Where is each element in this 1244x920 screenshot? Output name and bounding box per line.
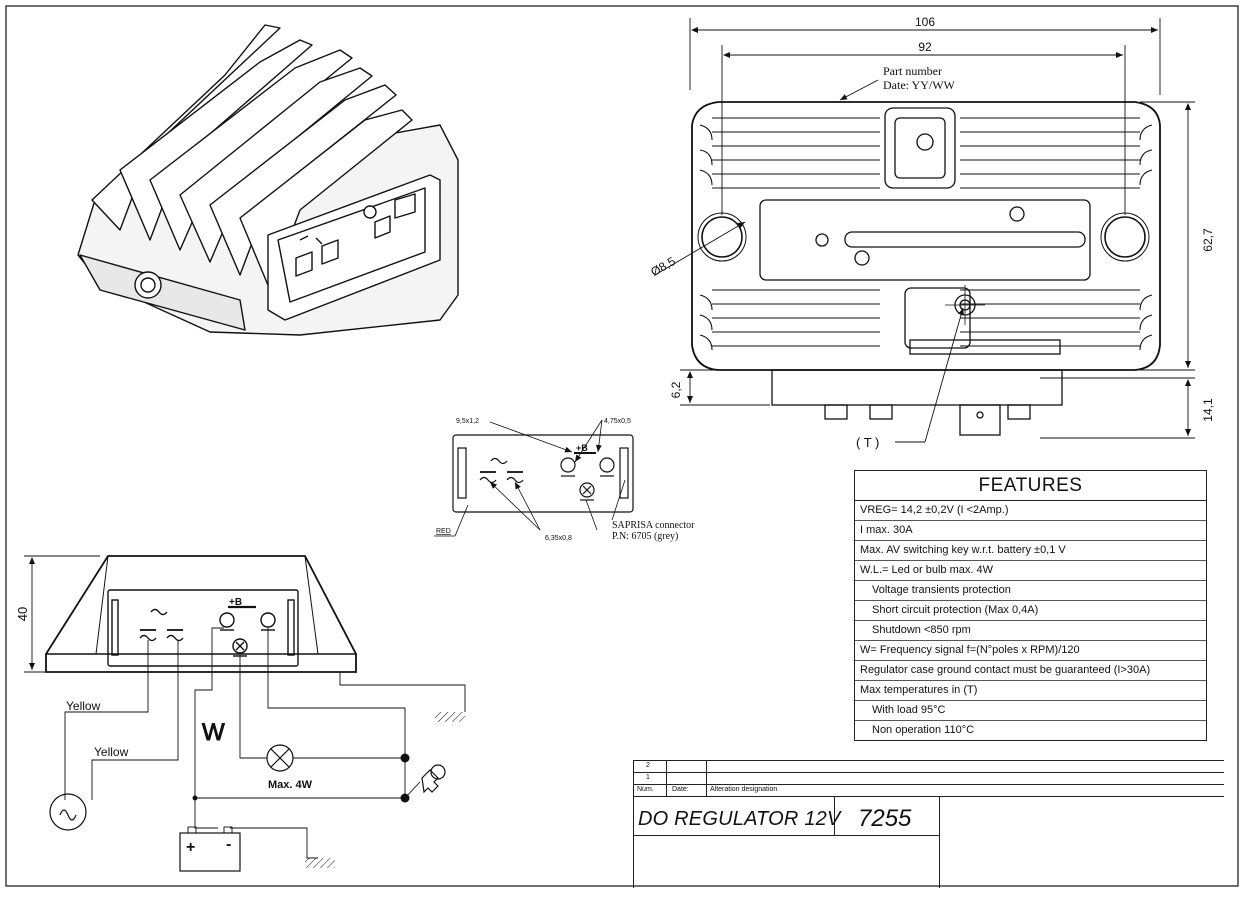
junction-dot — [192, 795, 198, 801]
feature-row: Regulator case ground contact must be gu… — [855, 661, 1206, 681]
dim-6-2: 6,2 — [669, 381, 683, 398]
terminal-6-35-label: 6,35x0,8 — [545, 535, 572, 542]
features-table: FEATURES VREG= 14,2 ±0,2V (I <2Amp.)I ma… — [854, 470, 1207, 741]
junction-dot — [400, 793, 410, 803]
t-point-label: ( T ) — [856, 435, 879, 450]
revision-header: Num. Date: Alteration designation — [634, 785, 1224, 797]
feature-row: Voltage transients protection — [855, 581, 1206, 601]
revision-number: 1 — [646, 774, 650, 781]
yellow-wire-label: Yellow — [94, 745, 129, 759]
connector-detail — [452, 434, 634, 513]
date-format-label: Date: YY/WW — [883, 78, 956, 92]
feature-row: Non operation 110°C — [872, 724, 975, 736]
isometric-view — [77, 24, 459, 336]
connector-plus-b: +B — [576, 443, 588, 453]
alteration-column-header: Alteration designation — [710, 786, 778, 793]
top-view-dimensions — [654, 18, 1195, 443]
divider — [834, 797, 835, 835]
top-view — [691, 101, 1161, 436]
feature-row: W.L.= Led or bulb max. 4W — [855, 561, 1206, 581]
dim-92: 92 — [918, 40, 932, 54]
feature-row: Max temperatures in (T) — [855, 681, 1206, 701]
revision-row: 2 — [634, 761, 1224, 773]
dim-40: 40 — [15, 607, 30, 621]
terminal-9-5-label: 9,5x1,2 — [456, 418, 479, 425]
yellow-wire-label: Yellow — [66, 699, 101, 713]
revision-number: 2 — [646, 762, 650, 769]
divider — [706, 761, 707, 797]
feature-row: I max. 30A — [855, 521, 1206, 541]
saprisa-label: SAPRISA connector — [612, 520, 695, 531]
dim-106: 106 — [915, 15, 935, 29]
date-column-header: Date: — [672, 786, 689, 793]
dim-62-7: 62,7 — [1201, 228, 1215, 252]
features-title: FEATURES — [855, 471, 1206, 501]
feature-row: Max. AV switching key w.r.t. battery ±0,… — [855, 541, 1206, 561]
drawing-title: DO REGULATOR 12V — [638, 808, 841, 830]
junction-dot — [400, 753, 410, 763]
sheet-frame — [5, 5, 1239, 887]
num-column-header: Num. — [637, 786, 654, 793]
ground-symbol — [305, 858, 335, 868]
w-label: W — [202, 719, 225, 746]
feature-row: Shutdown <850 rpm — [855, 621, 1206, 641]
saprisa-pn: P.N: 6705 (grey) — [612, 531, 678, 542]
feature-row: With load 95°C — [855, 701, 1206, 721]
drawing-code: 7255 — [858, 805, 912, 832]
side-view — [45, 555, 357, 673]
red-label: RED — [436, 528, 451, 535]
feature-row: W= Frequency signal f=(N°poles x RPM)/12… — [855, 641, 1206, 661]
lamp-label: Max. 4W — [268, 779, 313, 791]
key-icon — [421, 764, 446, 794]
dim-14-1: 14,1 — [1201, 398, 1215, 422]
divider — [634, 835, 939, 836]
connector-leaders — [434, 419, 626, 537]
feature-row: VREG= 14,2 ±0,2V (I <2Amp.) — [855, 501, 1206, 521]
revision-row: 1 — [634, 773, 1224, 785]
part-number-label: Part number — [883, 64, 942, 78]
terminal-4-75-label: 4,75x0,5 — [604, 418, 631, 425]
side-plus-b: +B — [229, 597, 242, 608]
side-view-dimension — [24, 555, 100, 673]
divider — [939, 797, 940, 888]
divider — [666, 761, 667, 797]
battery-minus: - — [226, 836, 231, 853]
dim-hole-diameter: Ø8,5 — [648, 254, 678, 279]
feature-row: Short circuit protection (Max 0,4A) — [855, 601, 1206, 621]
title-block: 2 1 Num. Date: Alteration designation DO… — [633, 760, 1224, 888]
ground-symbol — [435, 712, 465, 722]
battery-plus: + — [186, 839, 195, 856]
wiring-diagram — [49, 627, 466, 872]
